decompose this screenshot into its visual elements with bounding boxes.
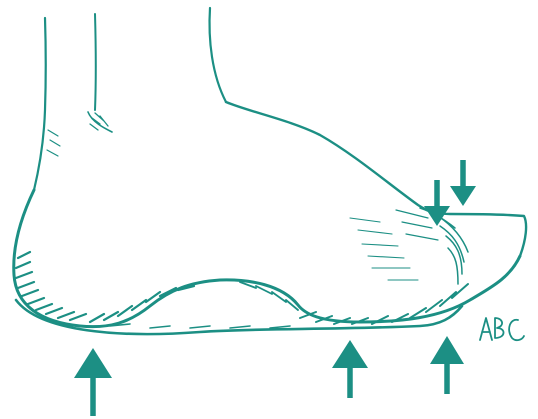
ball-support-arrow [332, 340, 368, 398]
heel-shading [47, 130, 60, 156]
leg-outline [34, 8, 226, 190]
toe-press-arrow-1 [424, 180, 450, 226]
artist-signature [480, 318, 524, 340]
heel-support-arrow [74, 348, 112, 416]
toe-support-arrow [430, 336, 464, 394]
ankle-bone-shading [88, 112, 112, 132]
toe-press-arrow-2 [450, 160, 476, 206]
foot-dorsum [226, 102, 526, 256]
toe-creases [350, 208, 468, 284]
sole-hatching [16, 252, 468, 328]
